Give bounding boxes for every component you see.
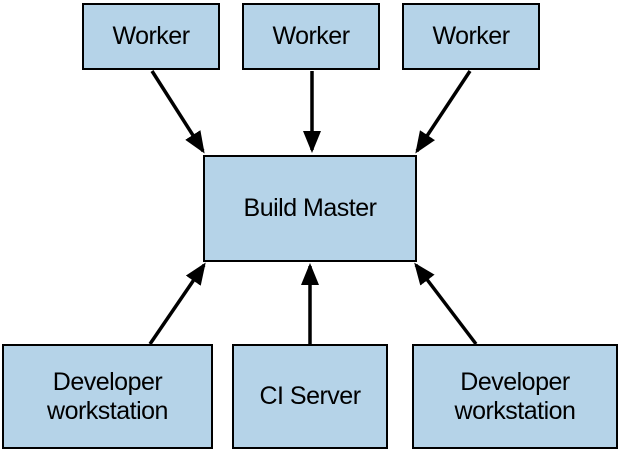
node-developer-workstation-right: Developer workstation xyxy=(412,344,618,449)
node-ci-server: CI Server xyxy=(232,344,388,449)
node-build-master: Build Master xyxy=(203,155,417,262)
edge-dev-left-to-build-master xyxy=(148,262,206,345)
node-worker-2-label: Worker xyxy=(272,22,350,51)
edge-dev-right-to-build-master xyxy=(414,262,478,346)
edge-worker3-to-build-master xyxy=(415,70,472,154)
node-ci-server-label: CI Server xyxy=(259,382,361,411)
node-worker-3-label: Worker xyxy=(432,22,510,51)
node-worker-1-label: Worker xyxy=(112,22,190,51)
node-worker-3: Worker xyxy=(402,3,540,70)
node-developer-workstation-right-label: Developer workstation xyxy=(454,368,576,425)
node-worker-2: Worker xyxy=(242,3,380,70)
edge-worker1-to-build-master xyxy=(150,70,205,154)
node-build-master-label: Build Master xyxy=(243,194,377,223)
node-worker-1: Worker xyxy=(82,3,220,70)
node-developer-workstation-left-label: Developer workstation xyxy=(47,368,168,425)
node-developer-workstation-left: Developer workstation xyxy=(2,344,213,449)
